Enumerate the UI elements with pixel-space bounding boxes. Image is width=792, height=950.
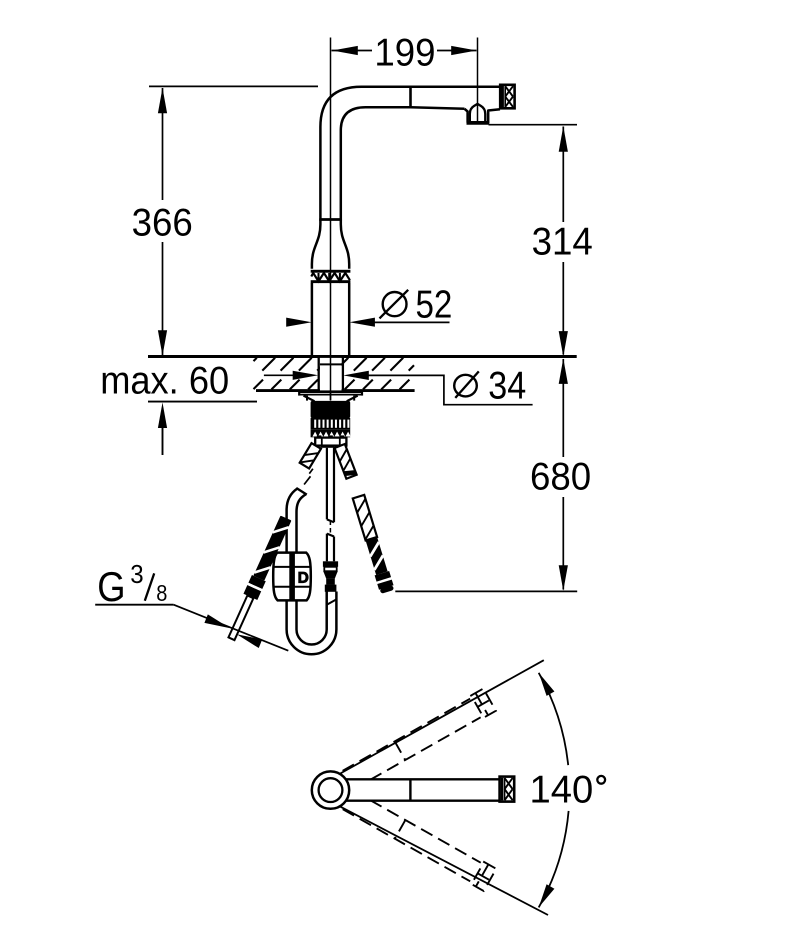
svg-text:G: G (97, 565, 125, 611)
svg-text:max. 60: max. 60 (100, 358, 229, 401)
svg-text:199: 199 (374, 31, 435, 74)
svg-text:52: 52 (416, 282, 453, 326)
svg-text:34: 34 (488, 363, 526, 407)
svg-text:680: 680 (530, 455, 591, 498)
svg-text:3: 3 (130, 561, 143, 589)
svg-text:8: 8 (156, 579, 167, 606)
svg-text:366: 366 (132, 201, 193, 244)
svg-text:314: 314 (532, 220, 593, 263)
svg-text:140: 140 (530, 768, 594, 811)
